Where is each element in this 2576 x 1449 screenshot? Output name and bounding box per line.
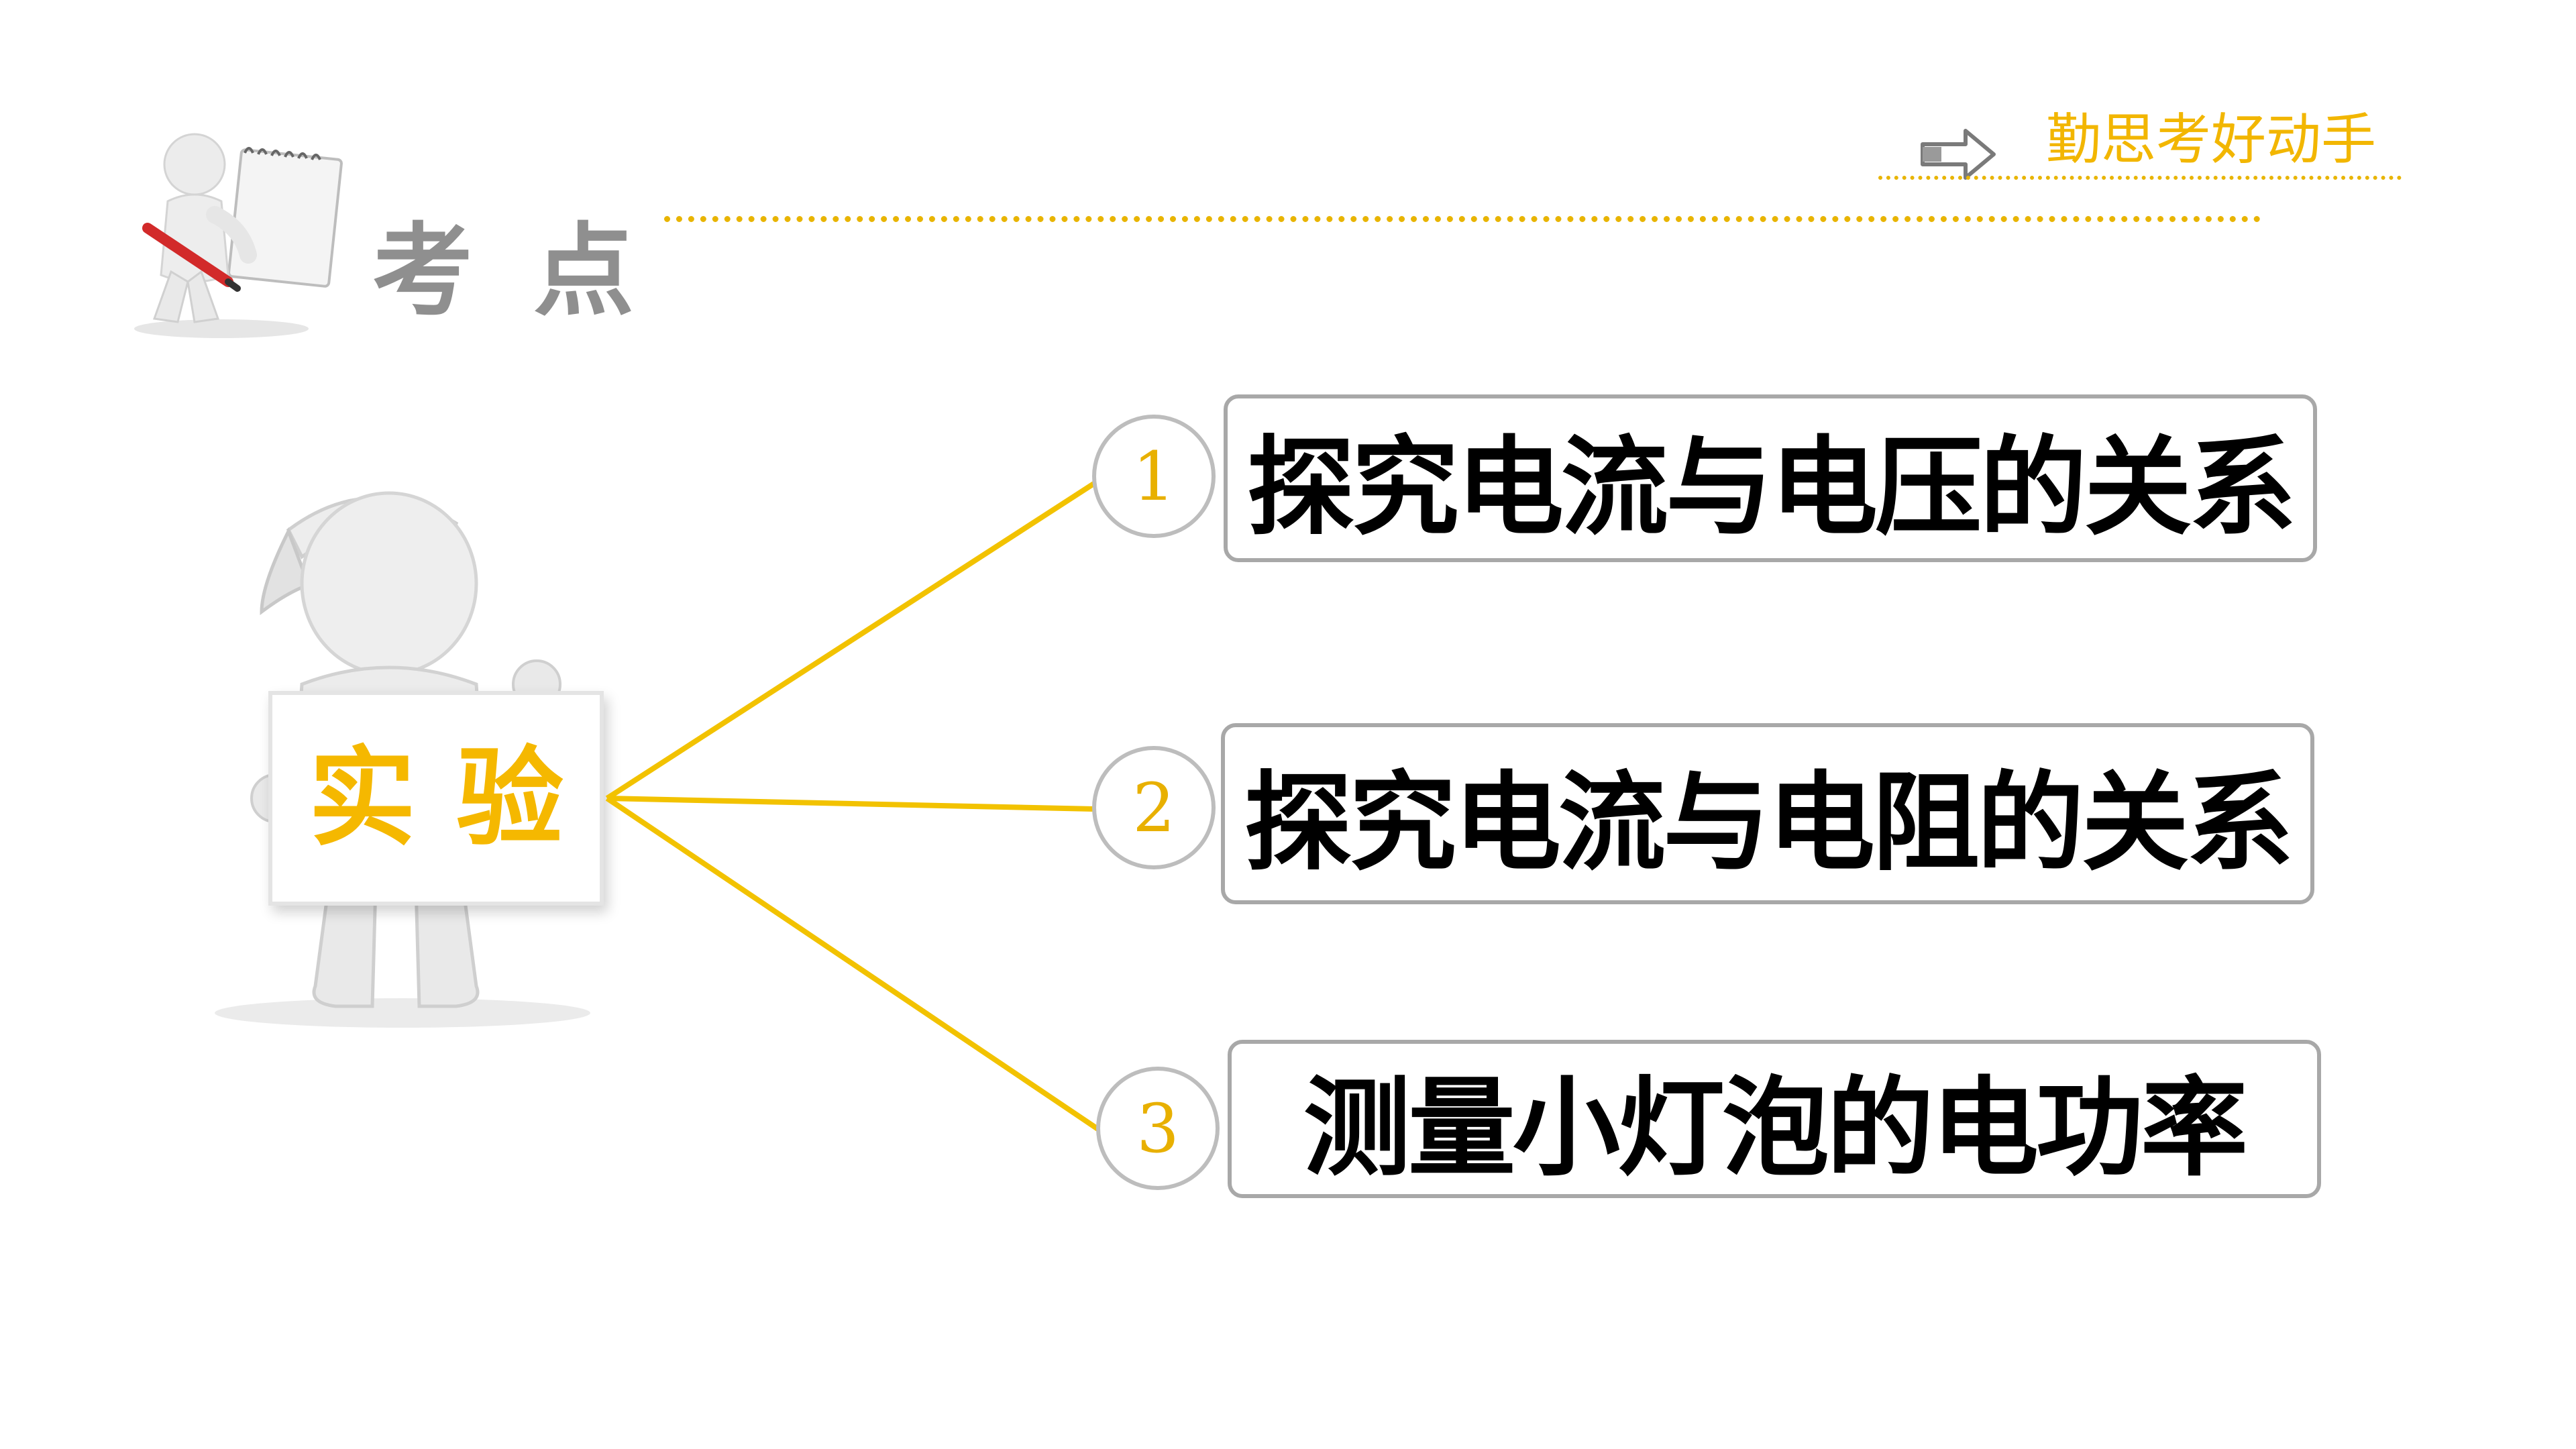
connector-line-2 xyxy=(606,796,1095,812)
person-writing-notepad-icon xyxy=(134,133,343,338)
sign-label: 实验 xyxy=(309,735,604,861)
item-box-3: 测量小灯泡的电功率 xyxy=(1228,1040,2321,1198)
header-divider xyxy=(664,216,2261,222)
tagline: 勤思考好动手 xyxy=(2046,108,2377,172)
item-box-2: 探究电流与电阻的关系 xyxy=(1221,723,2314,904)
item-number-1: 1 xyxy=(1092,415,1216,538)
sign-board: 实验 xyxy=(268,691,604,906)
connector-line-1 xyxy=(605,480,1097,801)
section-title: 考点 xyxy=(372,213,695,330)
connector-line-3 xyxy=(605,796,1101,1132)
item-number-2: 2 xyxy=(1092,746,1216,869)
tagline-underline xyxy=(1878,176,2402,180)
arrow-right-icon xyxy=(1921,129,1996,180)
item-number-3: 3 xyxy=(1096,1067,1220,1190)
item-box-1: 探究电流与电压的关系 xyxy=(1224,394,2317,562)
